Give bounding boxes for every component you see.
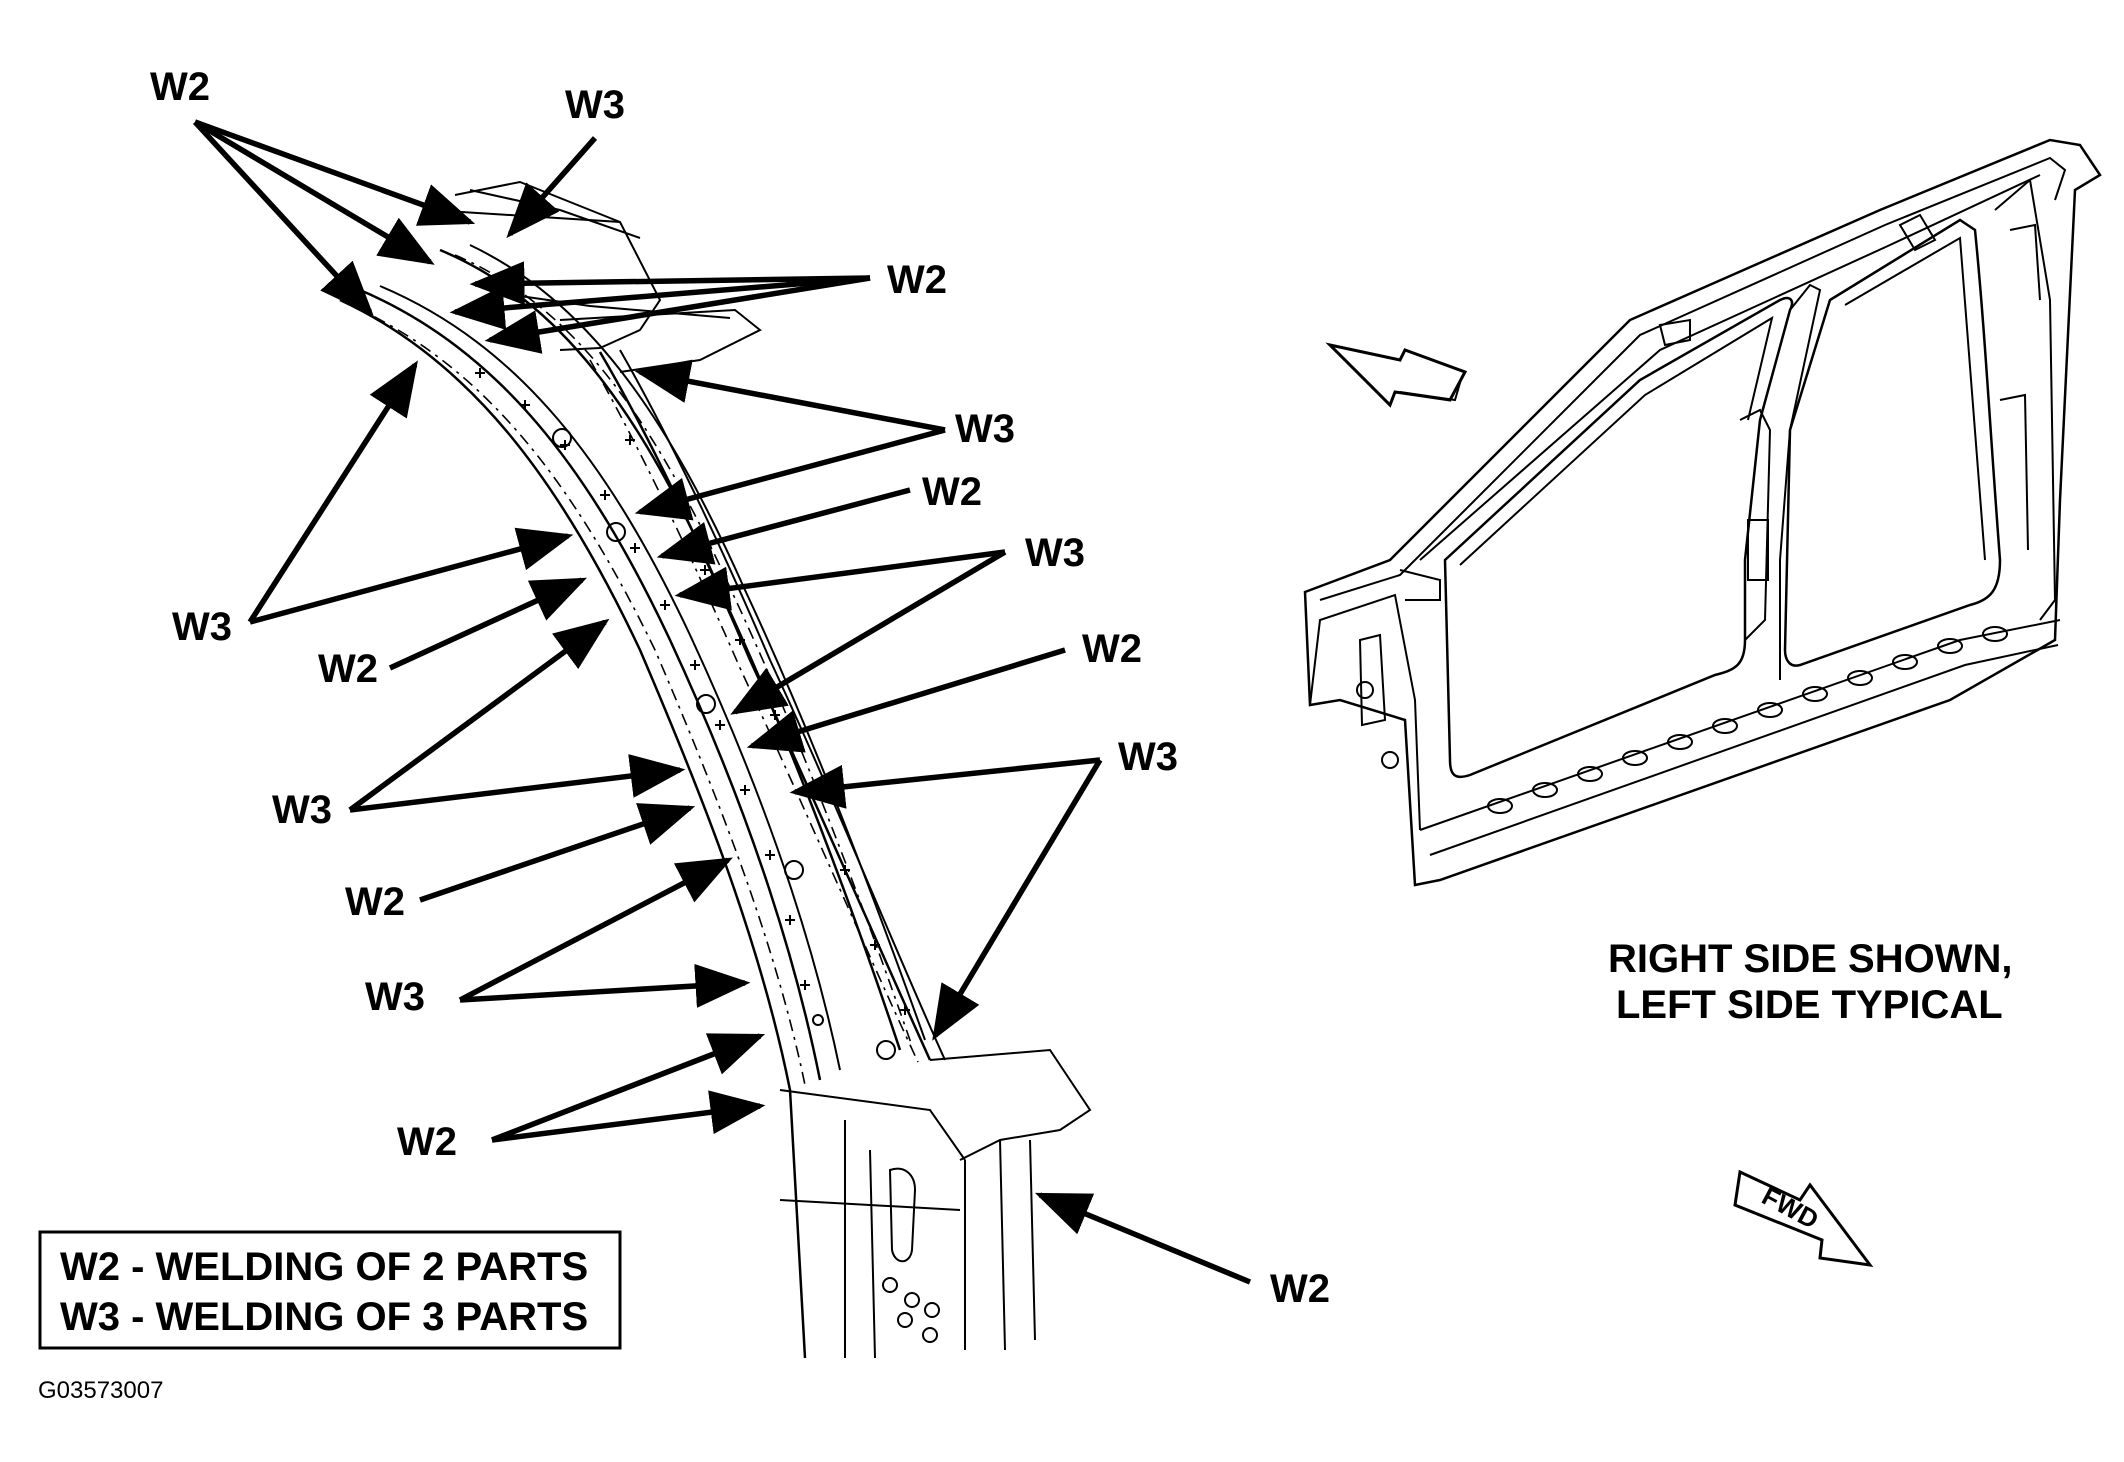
callout-w3: W3 [365,975,425,1019]
callout-w2: W2 [397,1120,457,1164]
a-pillar-drawing [339,180,1092,1359]
callout-w3: W3 [955,407,1015,451]
callout-w2: W2 [1270,1267,1330,1311]
callout-w3: W3 [1118,735,1178,779]
callout-w2: W2 [922,470,982,514]
callout-w2: W2 [1082,627,1142,671]
fwd-arrow-icon: FWD [1733,1169,1874,1267]
legend-w2: W2 - WELDING OF 2 PARTS [60,1245,588,1289]
callout-w2: W2 [318,647,378,691]
callout-w3: W3 [272,788,332,832]
orientation-note-line1: RIGHT SIDE SHOWN, [1608,937,2012,981]
legend-w3: W3 - WELDING OF 3 PARTS [60,1295,588,1339]
body-side-drawing [1303,138,2102,887]
legend: W2 - WELDING OF 2 PARTS W3 - WELDING OF … [38,1230,622,1350]
callout-w3: W3 [565,83,625,127]
orientation-note-line2: LEFT SIDE TYPICAL [1616,983,2003,1027]
callout-w2: W2 [345,880,405,924]
figure-code: G03573007 [38,1377,163,1404]
direction-arrow-icon [1325,342,1468,408]
weld-callouts: W2 W3 W2 W3 W2 W3 W2 W3 W3 W2 W3 W2 W3 W… [150,65,1330,1311]
callout-w2: W2 [150,65,210,109]
callout-w3: W3 [172,605,232,649]
callout-w3: W3 [1025,531,1085,575]
callout-w2: W2 [887,258,947,302]
weld-leader-arrows [192,119,1252,1285]
